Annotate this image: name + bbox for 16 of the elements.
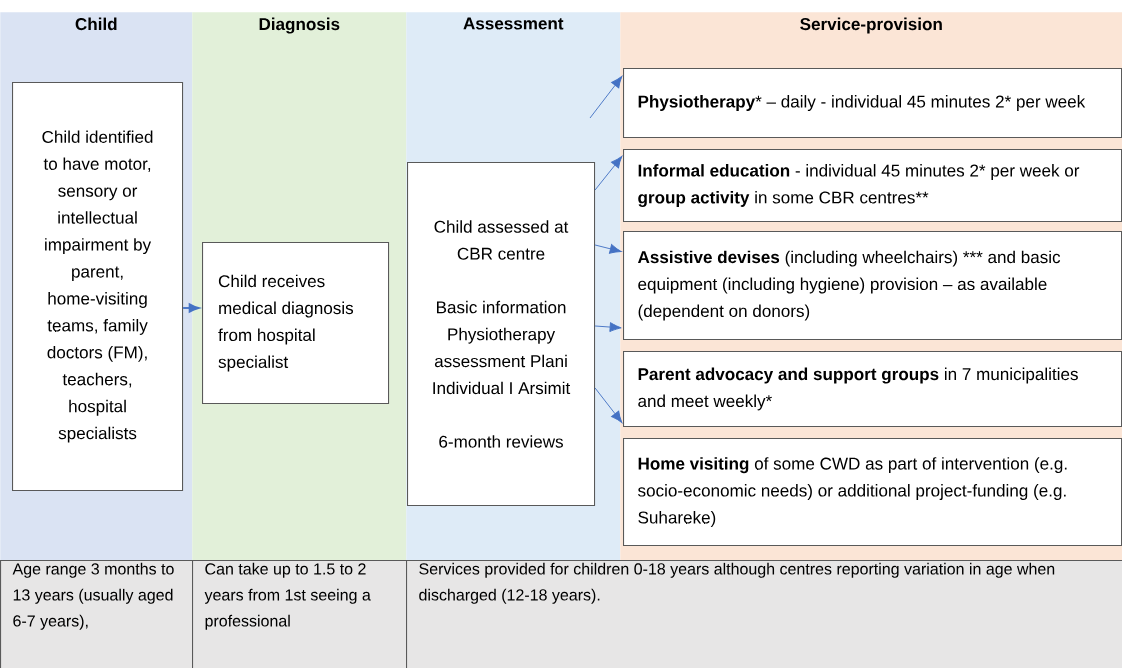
text-box: Child identified to have motor, sensory or intellectual impairment by parent, home-visiting teams, family doctors (FM), teachers, hospital specialists [12, 82, 184, 492]
arrow [594, 155, 623, 191]
arrow [594, 322, 622, 333]
text-box: Physiotherapy* – daily - individual 45 minutes 2* per week [623, 68, 1122, 139]
text-box: Parent advocacy and support groups in 7 municipalities and meet weekly* [623, 351, 1122, 428]
text-box: Informal education - individual 45 minutes 2* per week or group activity in some CBR centres** [623, 149, 1122, 223]
text-box: Home visiting of some CWD as part of intervention (e.g. socio-economic needs) or additional project-funding (e.g. Suhareke) [623, 438, 1122, 547]
table-cell: Age range 3 months to 13 years (usually aged 6-7 years), [0, 560, 194, 668]
text-box: Child assessed at CBR centre Basic information Physiotherapy assessment Plani Individual I Arsimit 6-month reviews [407, 162, 596, 507]
arrow [594, 387, 623, 424]
arrow [589, 75, 623, 119]
text-box: Child receives medical diagnosis from hospital specialist [202, 242, 390, 405]
text-box: Assistive devises (including wheelchairs) *** and basic equipment (including hygiene) provision – as available (dependent on donors) [623, 231, 1122, 341]
table-cell: Can take up to 1.5 to 2 years from 1st seeing a professional [192, 560, 408, 668]
arrow [182, 303, 200, 313]
arrow [594, 244, 622, 254]
